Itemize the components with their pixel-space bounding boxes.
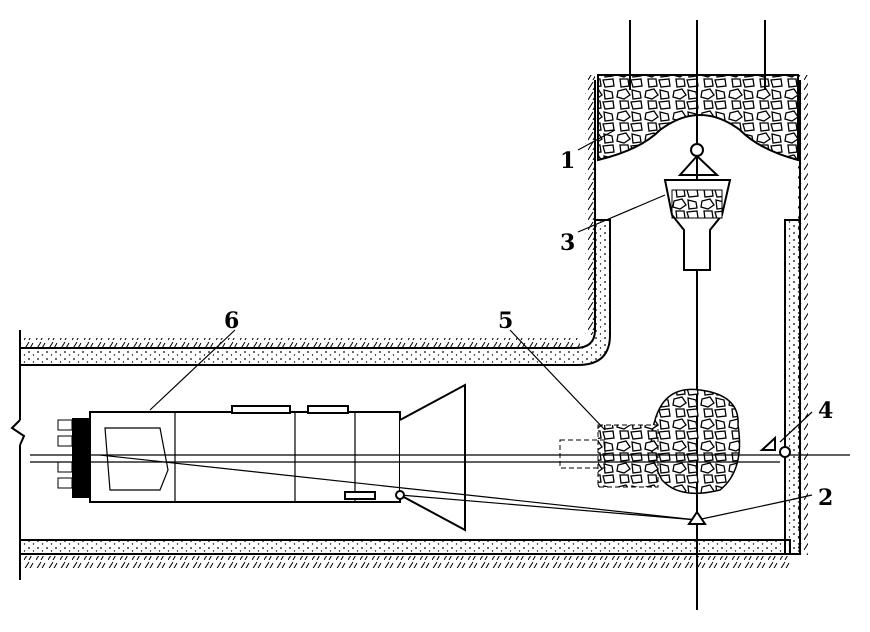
tunnel-lining	[10, 80, 801, 580]
winch-4	[779, 446, 791, 458]
label-6: 6	[224, 308, 239, 334]
ground-hatching	[20, 75, 808, 568]
label-1: 1	[560, 148, 575, 174]
label-5: 5	[498, 308, 513, 334]
muck-bucket	[663, 143, 732, 271]
label-2: 2	[818, 485, 833, 511]
pulley-2	[687, 510, 707, 525]
tunnel-boring-machine	[57, 383, 466, 532]
leader-lines	[149, 129, 813, 501]
rock-pile	[559, 388, 741, 495]
rubble-backfill	[597, 20, 799, 162]
label-3: 3	[560, 230, 575, 256]
label-4: 4	[818, 398, 833, 424]
haul-lines	[30, 435, 850, 525]
